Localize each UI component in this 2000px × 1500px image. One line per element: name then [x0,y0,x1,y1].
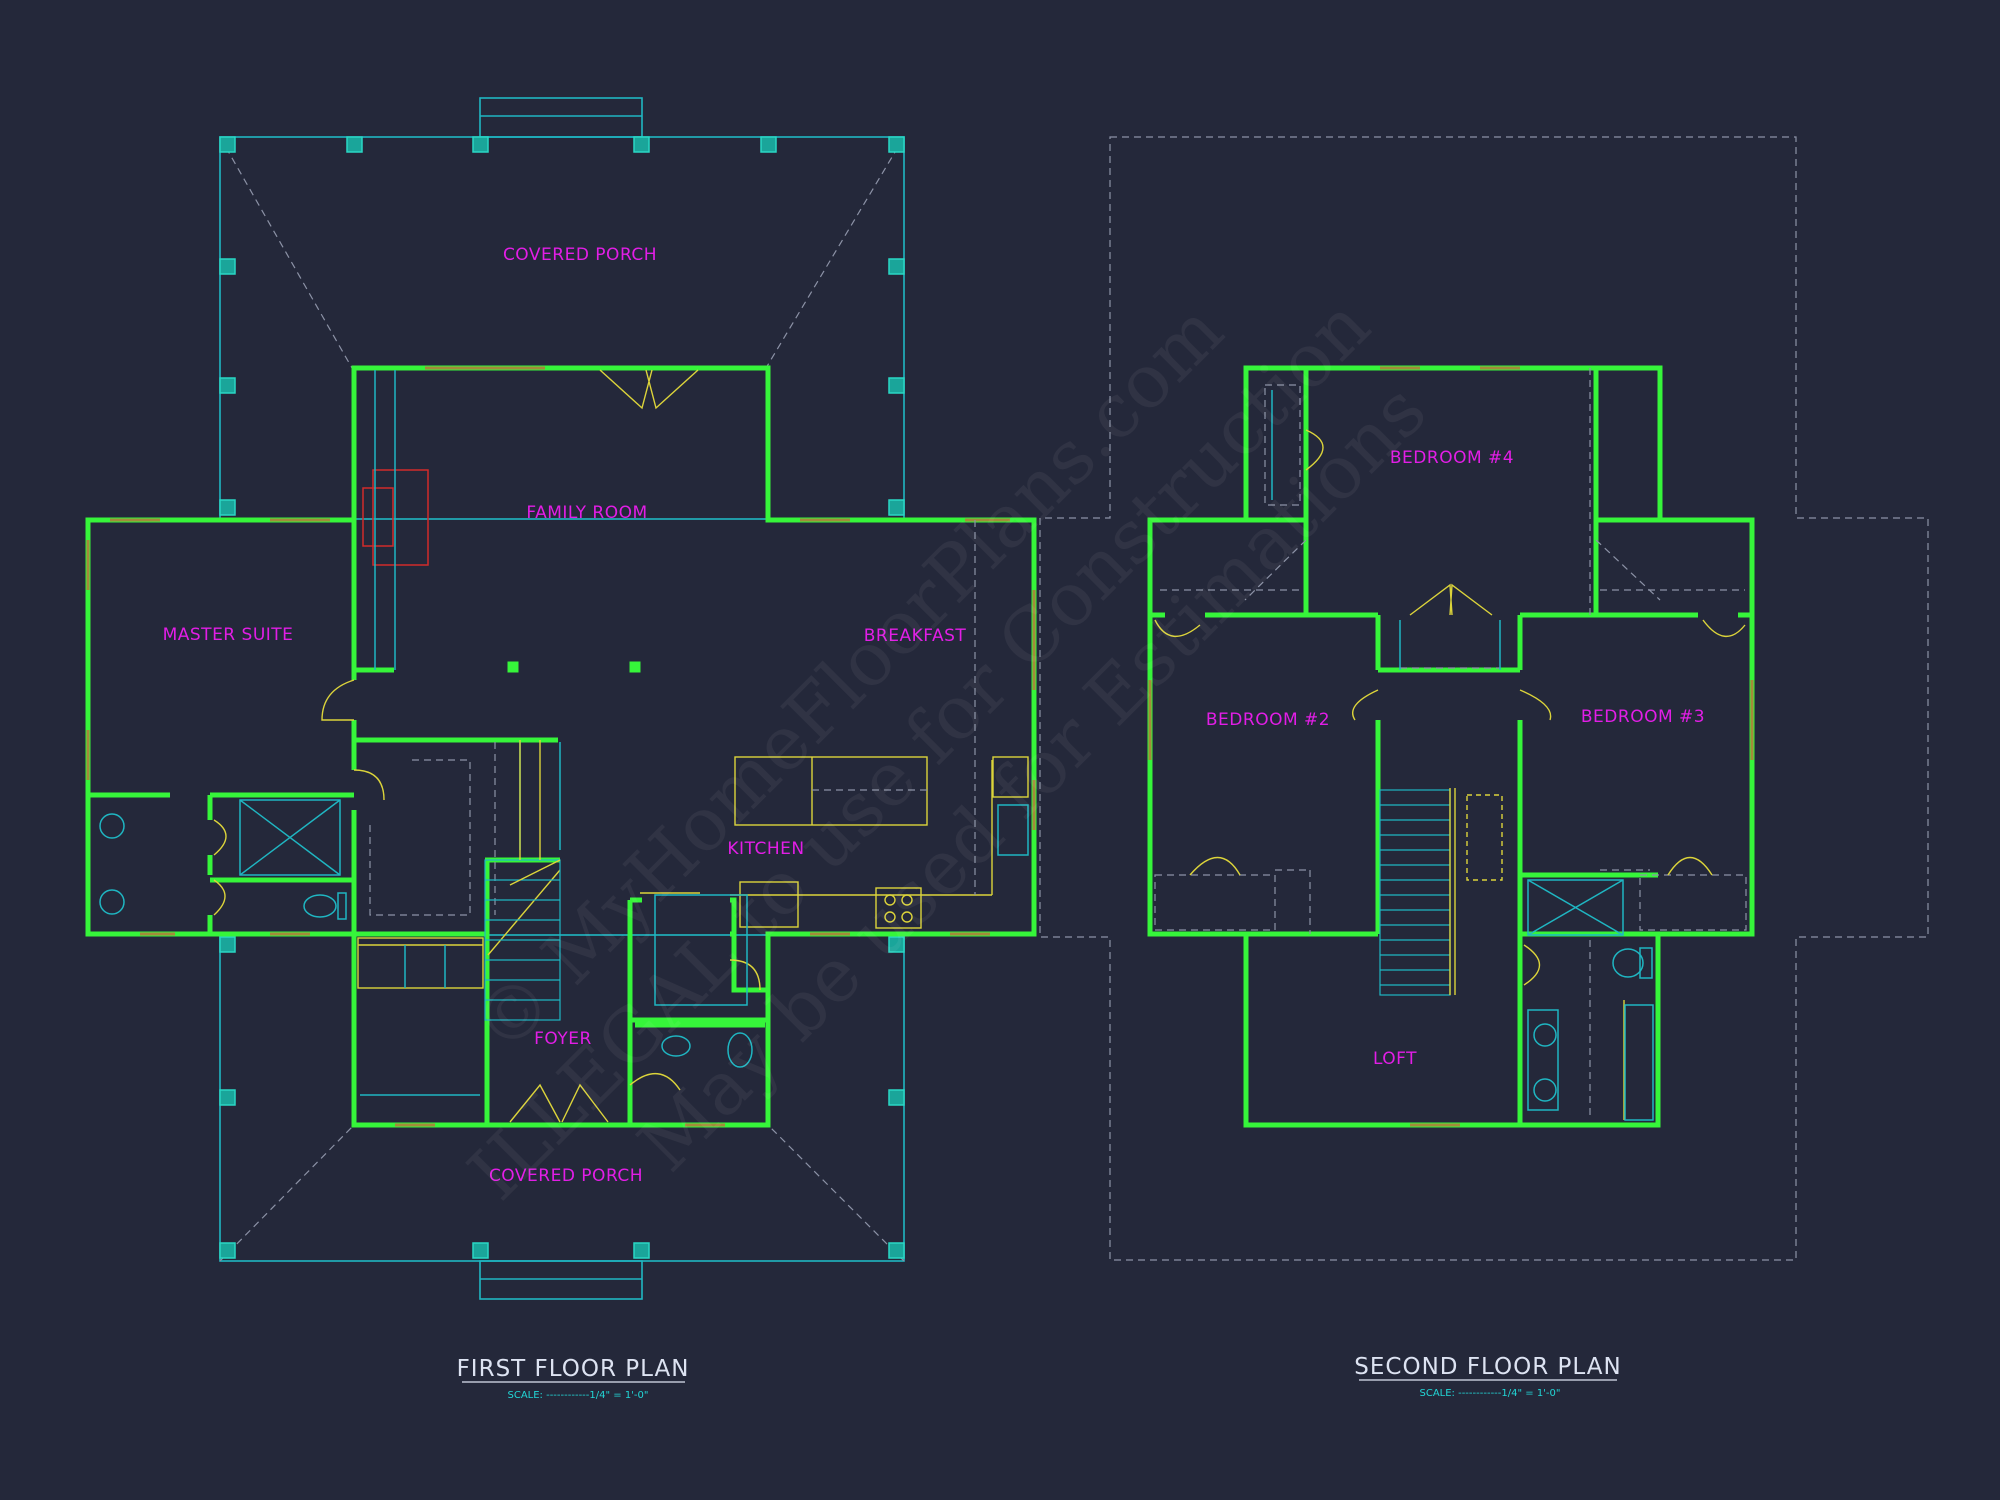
roof-outline [1039,136,1929,1261]
room-label-breakfast: BREAKFAST [864,626,967,646]
room-label-bedroom-2: BEDROOM #2 [1206,710,1330,730]
room-label-loft: LOFT [1373,1049,1417,1069]
second-floor-closets [1154,368,1747,934]
column [507,661,519,673]
kitchen-fixtures [730,520,1029,929]
room-label-master-suite: MASTER SUITE [163,625,294,645]
column [629,661,641,673]
rear-porch [219,97,905,520]
first-floor-scale: SCALE: ------------1/4" = 1'-0" [507,1390,648,1401]
porch-posts-rear [219,136,905,516]
powder-room [635,892,765,1068]
foyer-closet [357,937,484,1096]
porch-posts-front [219,936,905,1259]
first-floor-stairs [484,740,561,1021]
first-floor-plan: COVERED PORCH FAMILY ROOM MASTER SUITE B… [85,97,1037,1401]
first-floor-interior-walls [88,368,771,1125]
second-floor-stairs [1379,620,1503,996]
room-label-bedroom-4: BEDROOM #4 [1390,448,1514,468]
room-label-family-room: FAMILY ROOM [526,503,647,523]
second-floor-doors [1154,429,1746,1120]
front-porch [219,934,905,1300]
room-label-kitchen: KITCHEN [727,839,804,859]
first-floor-plan-title: FIRST FLOOR PLAN [457,1356,690,1382]
second-floor-plan-title: SECOND FLOOR PLAN [1354,1354,1621,1380]
second-floor-interior-walls [1150,368,1752,1125]
room-label-bedroom-3: BEDROOM #3 [1581,707,1705,727]
second-floor-scale: SCALE: ------------1/4" = 1'-0" [1419,1388,1560,1399]
room-label-covered-porch-front: COVERED PORCH [489,1166,643,1186]
first-floor-windows [86,366,1036,1127]
master-bath [99,799,347,920]
room-label-foyer: FOYER [534,1029,592,1049]
second-floor-plan: BEDROOM #4 BEDROOM #2 BEDROOM #3 LOFT SE… [1039,136,1929,1399]
closets-first [369,742,561,916]
second-floor-bath [1527,879,1654,1121]
second-floor-windows [1148,366,1754,1127]
fireplace [362,370,429,670]
room-label-covered-porch-rear: COVERED PORCH [503,245,657,265]
first-floor-doors [213,369,761,1123]
